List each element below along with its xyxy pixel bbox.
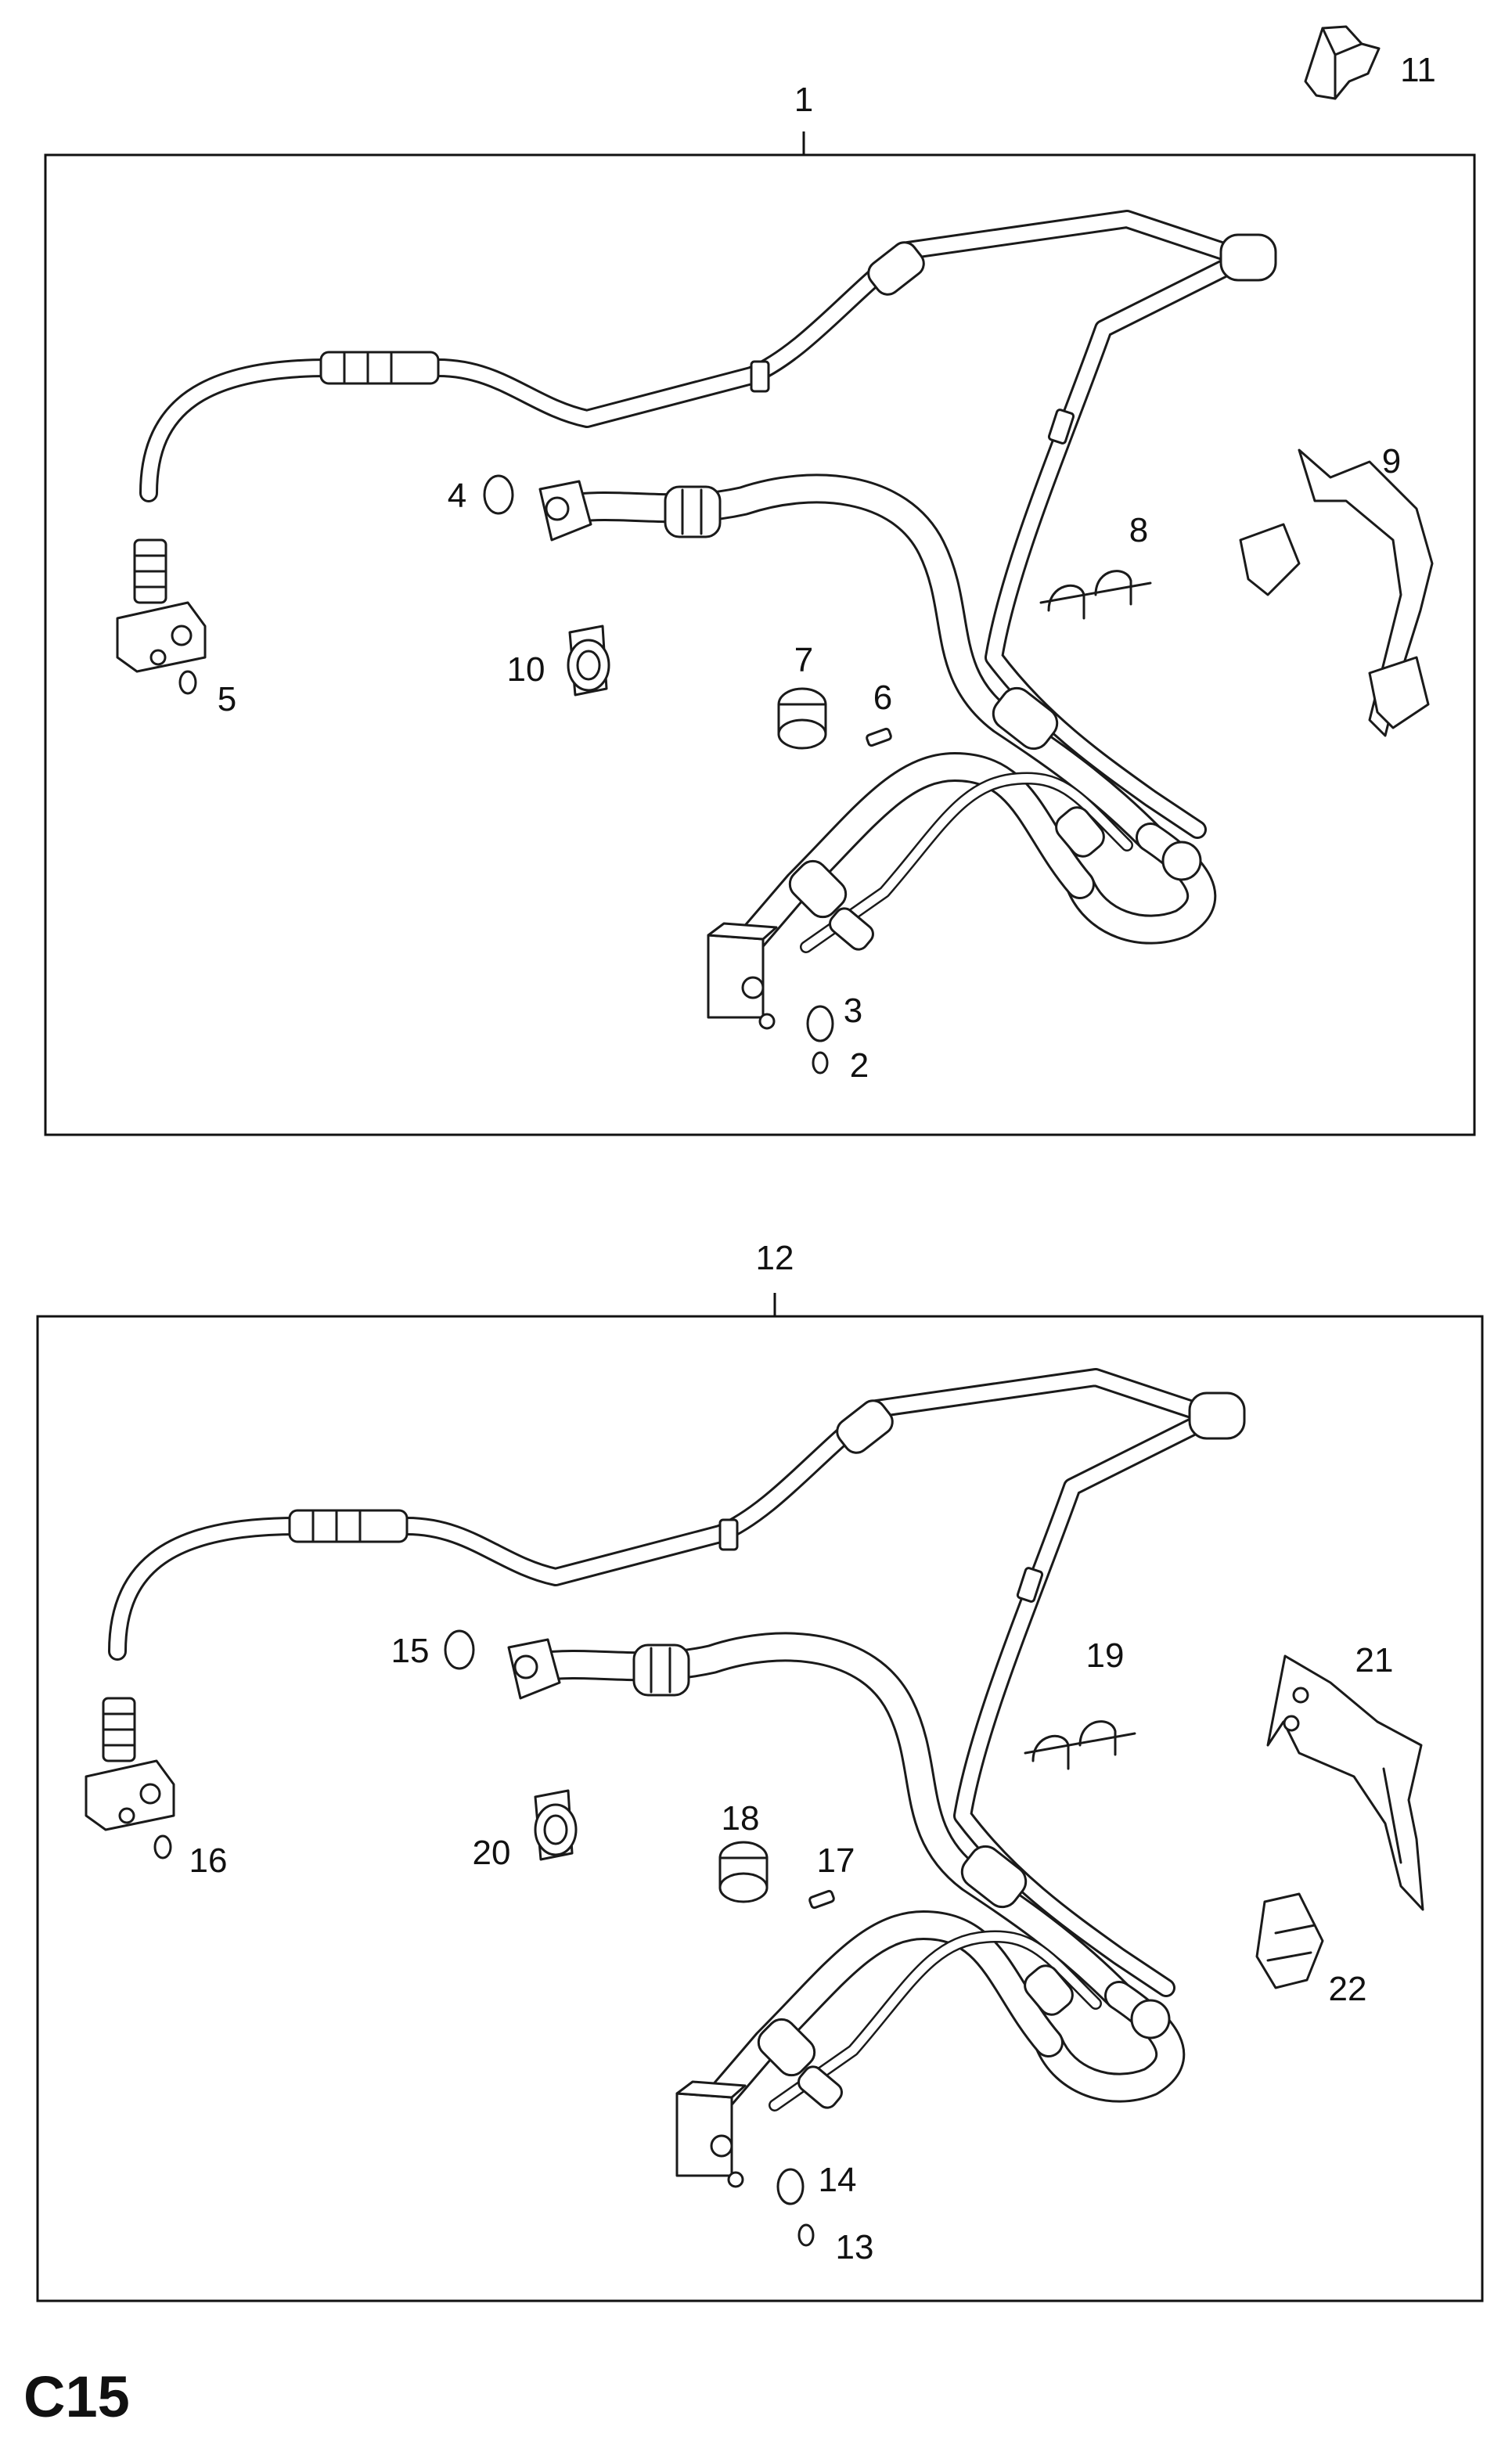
- callout-4: 4: [448, 477, 466, 515]
- assembly-12-group: 12: [36, 1239, 1484, 2302]
- callout-22: 22: [1329, 1970, 1367, 2008]
- callout-16: 16: [189, 1841, 228, 1880]
- callout-18: 18: [722, 1799, 760, 1838]
- callout-15: 15: [391, 1632, 430, 1670]
- assembly-1-group: 1: [44, 81, 1476, 1136]
- assembly-1-frame: [44, 153, 1476, 1136]
- bracket-part: [1239, 448, 1434, 737]
- callout-10: 10: [507, 650, 545, 689]
- callout-6: 6: [873, 679, 892, 717]
- callout-17: 17: [817, 1841, 855, 1880]
- clip-pair-part-alt: [1024, 1720, 1136, 1770]
- callout-14: 14: [819, 2161, 857, 2199]
- bracket-plate-part: [1266, 1654, 1424, 1911]
- assembly-1-label: 1: [794, 81, 813, 119]
- assembly-12-frame: [36, 1315, 1484, 2302]
- callout-21: 21: [1355, 1641, 1394, 1679]
- clip-pair-part: [1039, 570, 1152, 620]
- callout-9: 9: [1382, 442, 1401, 481]
- retaining-clip-part: [1304, 25, 1381, 100]
- damper-part-alt: [718, 1841, 769, 1903]
- hose-clamp-part-alt: [534, 1789, 578, 1861]
- callout-11: 11: [1400, 51, 1436, 89]
- hose-clamp-part: [567, 625, 610, 697]
- damper-part: [777, 687, 827, 750]
- page-code: C15: [23, 2364, 130, 2429]
- callout-7: 7: [794, 641, 813, 679]
- callout-3: 3: [844, 992, 862, 1030]
- callout-2: 2: [850, 1046, 869, 1085]
- callout-5: 5: [218, 680, 236, 718]
- bolt-part-alt: [808, 1889, 835, 1910]
- callout-13: 13: [836, 2228, 874, 2266]
- clip-bracket-part: [1255, 1892, 1324, 1989]
- o-ring-small-part: [178, 474, 834, 1075]
- callout-8: 8: [1129, 511, 1148, 549]
- bolt-part: [866, 727, 892, 747]
- assembly-12-label: 12: [756, 1239, 794, 1277]
- o-ring-small-part-alt: [153, 1629, 815, 2247]
- callout-19: 19: [1086, 1636, 1125, 1675]
- refrigerant-pipe-assembly: [117, 219, 1276, 1028]
- refrigerant-pipe-assembly-alt: [86, 1377, 1244, 2187]
- callout-20: 20: [473, 1834, 511, 1872]
